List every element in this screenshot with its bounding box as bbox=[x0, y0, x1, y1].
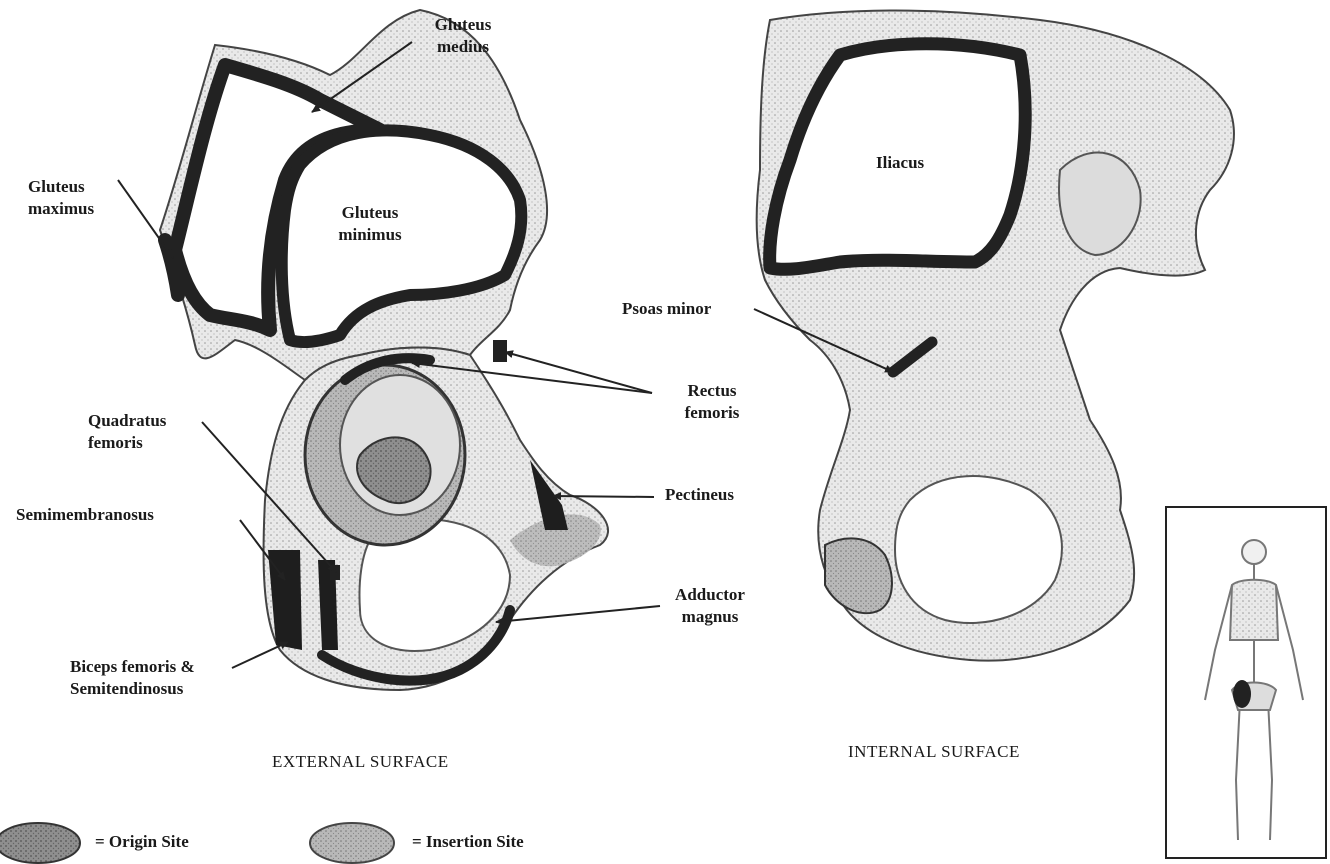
caption-internal-surface: INTERNAL SURFACE bbox=[848, 742, 1020, 762]
label-gluteus-maximus: Gluteus maximus bbox=[28, 176, 128, 220]
leader-biceps-femoris bbox=[232, 642, 288, 668]
label-iliacus: Iliacus bbox=[876, 152, 924, 174]
internal-pelvis-bone bbox=[757, 11, 1234, 661]
highlighted-hip-bone bbox=[1233, 680, 1251, 708]
legend-swatches bbox=[0, 823, 394, 863]
leader-pectineus bbox=[553, 496, 654, 497]
label-semimembranosus: Semimembranosus bbox=[16, 504, 154, 526]
label-pectineus: Pectineus bbox=[665, 484, 734, 506]
leader-rectus-femoris-2 bbox=[505, 352, 652, 393]
origin-swatch bbox=[0, 823, 80, 863]
label-psoas-minor: Psoas minor bbox=[622, 298, 711, 320]
skeleton-thumbnail bbox=[1166, 507, 1326, 858]
external-pelvis-bone bbox=[160, 10, 608, 690]
legend-origin-label: = Origin Site bbox=[95, 832, 189, 852]
leader-adductor-magnus bbox=[496, 606, 660, 622]
caption-external-surface: EXTERNAL SURFACE bbox=[272, 752, 449, 772]
label-rectus-femoris: Rectus femoris bbox=[672, 380, 752, 424]
label-gluteus-minimus: Gluteus minimus bbox=[325, 202, 415, 246]
label-quadratus-femoris: Quadratus femoris bbox=[88, 410, 198, 454]
label-adductor-magnus: Adductor magnus bbox=[665, 584, 755, 628]
label-biceps-femoris: Biceps femoris & Semitendinosus bbox=[70, 656, 230, 700]
label-gluteus-medius: Gluteus medius bbox=[418, 14, 508, 58]
insertion-swatch bbox=[310, 823, 394, 863]
legend-insertion-label: = Insertion Site bbox=[412, 832, 524, 852]
